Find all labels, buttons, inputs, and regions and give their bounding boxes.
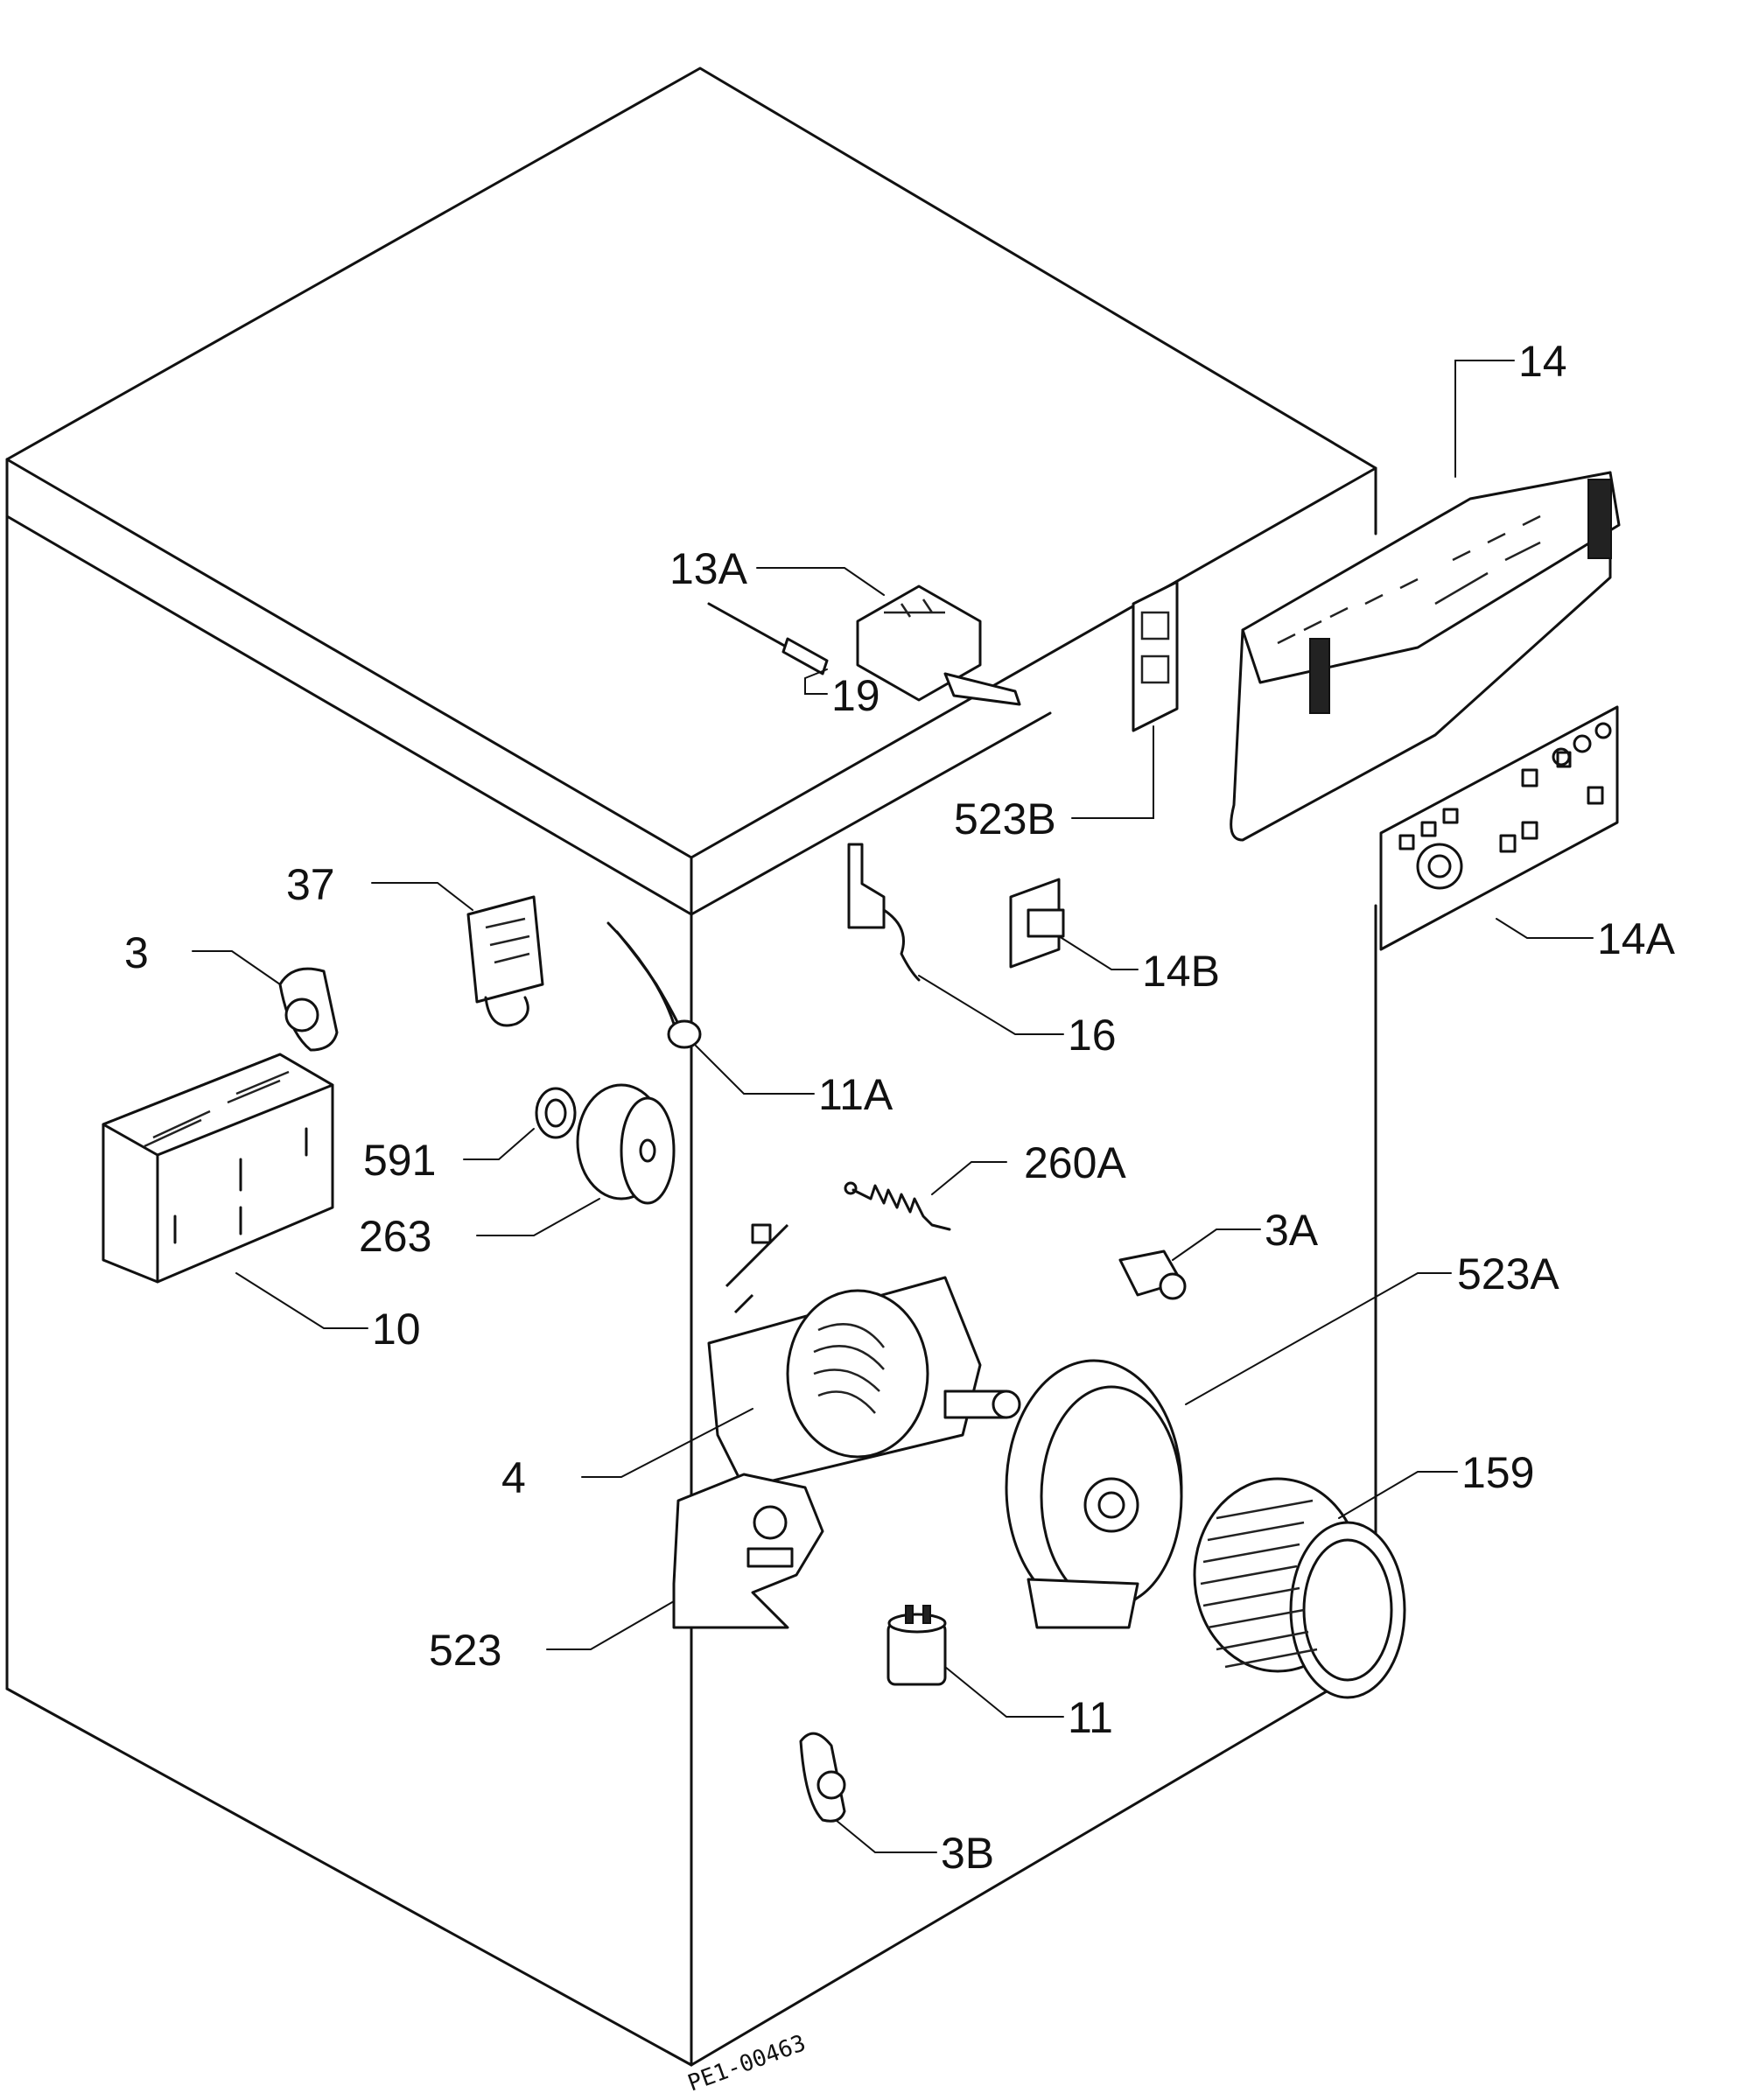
leader-lines xyxy=(192,360,1594,1853)
blower-wheel-159-part xyxy=(1193,1477,1406,1699)
spring-260a-part xyxy=(844,1181,951,1231)
connector-3a-part xyxy=(1118,1250,1187,1300)
callout-3b: 3B xyxy=(941,1829,994,1878)
timer-module-part xyxy=(466,895,544,1027)
wire-11a-part xyxy=(606,921,702,1049)
callout-523b: 523B xyxy=(954,794,1056,844)
switch-16-part xyxy=(847,843,921,982)
bracket-523b-part xyxy=(1132,580,1179,732)
switch-14b-part xyxy=(1009,878,1065,969)
cabinet-outline xyxy=(5,66,1377,2067)
knob-bracket-3-part xyxy=(278,967,339,1052)
callout-3a: 3A xyxy=(1265,1206,1319,1255)
control-panel-front-part xyxy=(1379,705,1619,951)
callout-523: 523 xyxy=(429,1626,501,1675)
drawing-code: PE1-00463 xyxy=(684,2030,809,2096)
callout-16: 16 xyxy=(1068,1011,1117,1060)
callout-11: 11 xyxy=(1068,1693,1113,1742)
callout-263: 263 xyxy=(359,1212,431,1261)
callout-3: 3 xyxy=(124,928,149,977)
control-housing-part xyxy=(1230,471,1621,842)
terminal-block-part xyxy=(856,584,1021,706)
callout-13a: 13A xyxy=(669,544,748,593)
callout-591: 591 xyxy=(363,1136,436,1185)
callout-14b: 14B xyxy=(1142,947,1220,996)
callout-11a: 11A xyxy=(818,1070,894,1119)
ring-591-part xyxy=(535,1087,577,1139)
capacitor-11-part xyxy=(887,1605,947,1686)
callout-523a: 523A xyxy=(1457,1250,1559,1298)
callout-260a: 260A xyxy=(1024,1138,1126,1187)
bracket-523-part xyxy=(672,1473,824,1629)
callout-labels: 14 13A 19 523B 37 3 14B 14A 16 11A 591 2… xyxy=(124,337,1676,1878)
callout-14: 14 xyxy=(1518,337,1567,386)
callout-14a: 14A xyxy=(1597,914,1676,963)
callout-19: 19 xyxy=(831,671,880,720)
callout-10: 10 xyxy=(372,1305,421,1354)
pulley-263-part xyxy=(576,1083,676,1205)
fan-plate-523a-part xyxy=(1005,1359,1183,1629)
filter-housing-part xyxy=(102,1053,334,1284)
temperature-sensor-part xyxy=(707,602,829,676)
callout-4: 4 xyxy=(501,1453,526,1502)
knob-bracket-3b-part xyxy=(799,1732,846,1823)
motor-4-part xyxy=(707,1223,1021,1489)
callout-159: 159 xyxy=(1461,1448,1534,1497)
callout-37: 37 xyxy=(286,860,335,909)
